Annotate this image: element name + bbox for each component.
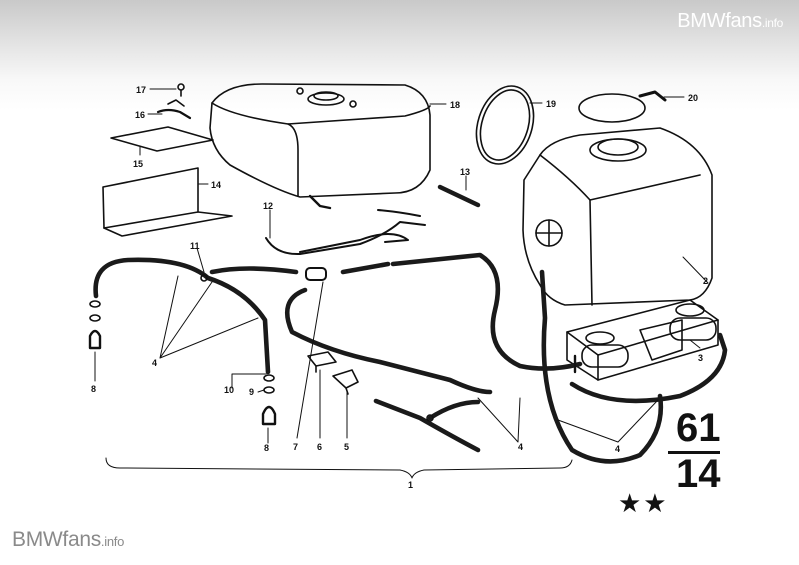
label-4-right: 4 [615,444,620,454]
label-9: 9 [249,387,254,397]
watermark-top-suffix: .info [761,16,783,30]
part-17-screw [177,83,185,97]
label-18: 18 [450,100,460,110]
label-6: 6 [317,442,322,452]
label-5: 5 [344,442,349,452]
part-20-filler-cap [578,90,667,123]
part-15-sheet [110,126,214,152]
part-labels: 17 16 15 14 18 19 20 13 12 11 2 3 4 10 9… [91,85,708,490]
label-8-left: 8 [91,384,96,394]
watermark-bottom-suffix: .info [100,534,124,549]
watermark-bottom: BMWfans.info [12,528,124,552]
label-11: 11 [190,241,200,251]
label-3: 3 [698,353,703,363]
label-13: 13 [460,167,470,177]
part-5-clip [332,369,359,395]
part-6-clip [307,351,337,373]
label-2: 2 [703,276,708,286]
label-8-right: 8 [264,443,269,453]
label-15: 15 [133,159,143,169]
label-7: 7 [293,442,298,452]
label-12: 12 [263,201,273,211]
part-18-upper-tank [209,83,431,210]
group-code-divider [668,451,720,454]
part-14-bracket-plate [102,167,233,237]
part-12-wiring [265,209,426,256]
group-code-bottom: 14 [676,452,721,496]
stars-icon: ★★ [618,488,669,518]
label-16: 16 [135,110,145,120]
label-17: 17 [136,85,146,95]
group-code-top: 61 [676,406,721,450]
label-20: 20 [688,93,698,103]
label-19: 19 [546,99,556,109]
watermark-bottom-main: BMWfans [12,528,101,551]
part-19-seal-ring [475,85,535,165]
part-2-reservoir [522,127,713,306]
label-4-left: 4 [152,358,157,368]
watermark-top-main: BMWfans [677,10,762,32]
label-4-mid: 4 [518,442,523,452]
watermark-top: BMWfans.info [677,10,783,33]
label-14: 14 [211,180,221,190]
leader-lines [94,88,709,479]
part-8-nozzle-right [261,374,277,426]
hose-lines [93,252,728,464]
part-13-hose-piece [437,184,481,208]
part-3-pump-bracket [566,299,719,381]
part-8-nozzle-left [88,300,102,350]
hose-connectors [200,267,577,422]
label-10: 10 [224,385,234,395]
label-1: 1 [408,480,413,490]
part-16-clip [156,99,192,120]
